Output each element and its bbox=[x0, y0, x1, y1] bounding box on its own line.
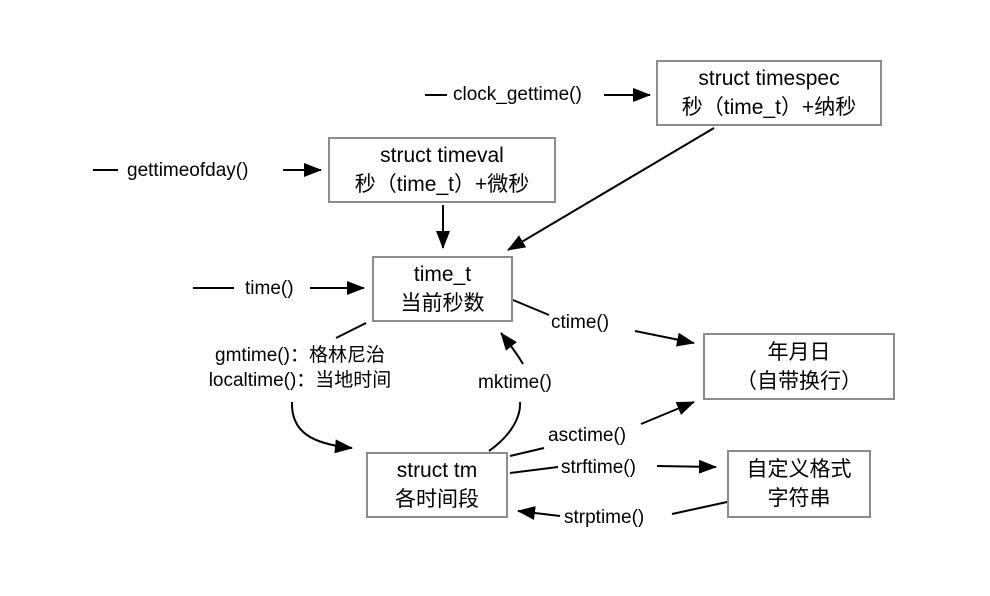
label-strftime: strftime() bbox=[561, 457, 636, 478]
arrow-timespec-to-time-t bbox=[507, 127, 715, 251]
arrow-strftime-to-custom bbox=[656, 459, 717, 474]
arrow-asctime-to-ymd bbox=[640, 401, 695, 425]
label-clock-gettime: clock_gettime() bbox=[453, 84, 582, 105]
label-asctime: asctime() bbox=[548, 425, 627, 446]
node-subtitle: 字符串 bbox=[767, 487, 831, 510]
label-ctime: ctime() bbox=[551, 312, 610, 333]
node-title: 自定义格式 bbox=[746, 458, 852, 481]
node-subtitle: 秒（time_t）+微秒 bbox=[354, 173, 530, 196]
node-title: 年月日 bbox=[767, 340, 831, 364]
label-localtime: localtime()：当地时间 bbox=[208, 370, 392, 391]
node-struct-timespec: struct timespec 秒（time_t）+纳秒 bbox=[656, 60, 882, 126]
arrow-localtime-to-tm bbox=[290, 401, 353, 454]
node-title: struct timespec bbox=[698, 67, 840, 90]
line-time-t-to-gmtime bbox=[335, 322, 367, 339]
node-custom-format-string: 自定义格式 字符串 bbox=[727, 450, 871, 518]
node-time-t: time_t 当前秒数 bbox=[372, 256, 513, 322]
node-struct-timeval: struct timeval 秒（time_t）+微秒 bbox=[328, 137, 556, 203]
line-ctime-left bbox=[512, 299, 550, 316]
node-subtitle: 秒（time_t）+纳秒 bbox=[681, 96, 857, 119]
node-title: struct tm bbox=[396, 459, 478, 482]
arrow-mktime-to-time-t bbox=[500, 332, 524, 365]
line-strptime-right bbox=[671, 501, 728, 515]
arrow-strptime-to-tm bbox=[517, 506, 561, 520]
label-gmtime: gmtime()：格林尼治 bbox=[215, 345, 385, 366]
curve-mktime-lower bbox=[488, 401, 522, 452]
arrow-ctime-to-ymd bbox=[634, 330, 695, 347]
line-asctime-left bbox=[509, 447, 545, 457]
node-subtitle: 当前秒数 bbox=[400, 292, 485, 315]
label-gmtime-localtime-group: gmtime()：格林尼治 localtime()：当地时间 bbox=[180, 343, 420, 393]
node-struct-tm: struct tm 各时间段 bbox=[366, 452, 508, 518]
node-subtitle: 各时间段 bbox=[395, 488, 479, 511]
node-title: struct timeval bbox=[380, 144, 504, 167]
label-strptime: strptime() bbox=[564, 507, 645, 528]
node-title: time_t bbox=[413, 263, 472, 286]
node-year-month-day: 年月日 （自带换行） bbox=[703, 333, 895, 400]
node-subtitle: （自带换行） bbox=[736, 369, 862, 393]
label-time: time() bbox=[245, 278, 294, 299]
line-strftime-left bbox=[509, 466, 559, 474]
label-gettimeofday: gettimeofday() bbox=[127, 160, 249, 181]
label-mktime: mktime() bbox=[478, 372, 552, 393]
